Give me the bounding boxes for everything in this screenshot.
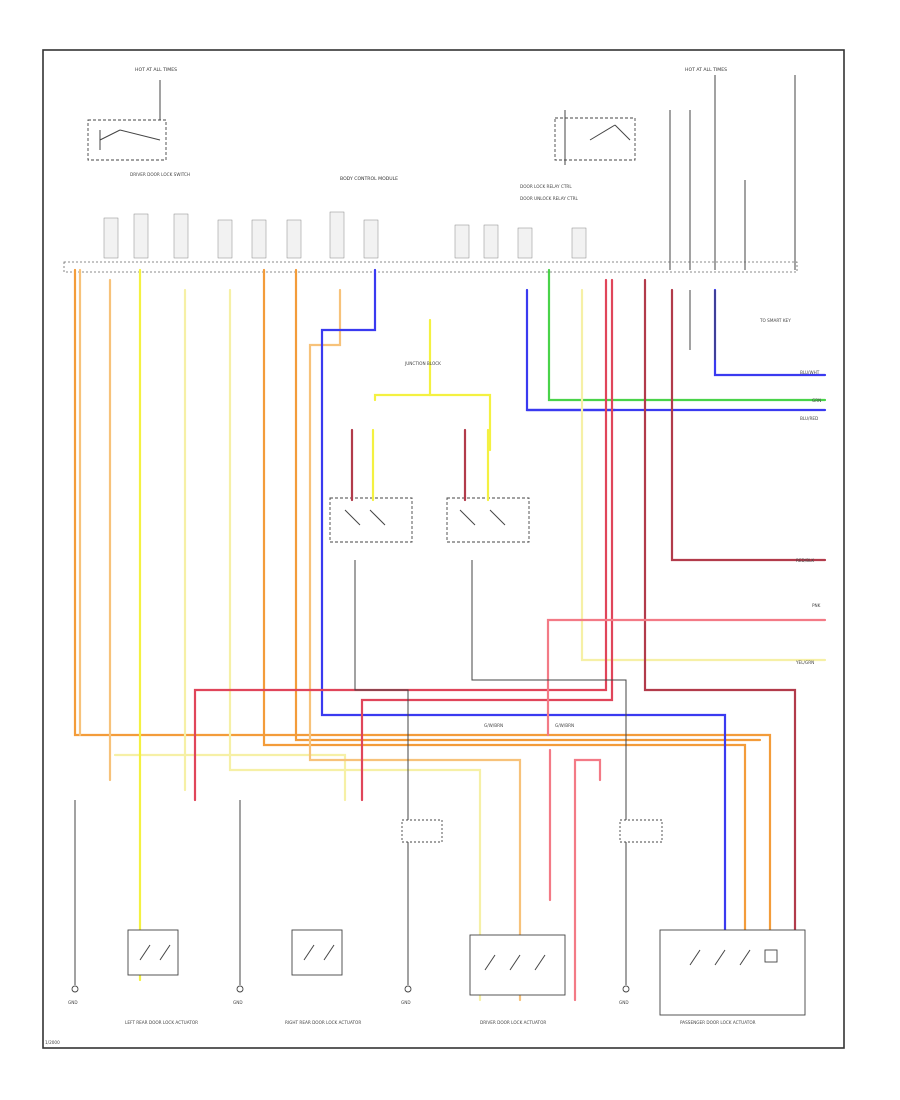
left-rear-actuator-box — [74, 800, 179, 976]
wire-label-green-right: GRN — [812, 398, 821, 403]
right-rear-actuator-label: RIGHT REAR DOOR LOCK ACTUATOR — [285, 1020, 361, 1025]
wire-yellow-switch — [373, 393, 492, 452]
wire-blue-right-2 — [713, 288, 827, 377]
wire-red-mid — [360, 278, 614, 802]
wire-light-orange-mid — [308, 288, 522, 1002]
driver-door-lock-switch-box — [329, 497, 413, 543]
wire-pale-yellow-right — [580, 288, 827, 662]
ground-right-rear-label: GND — [233, 1000, 243, 1005]
passenger-actuator-box — [659, 929, 806, 1016]
wire-orange-left — [73, 268, 772, 1002]
left-rear-actuator-label: LEFT REAR DOOR LOCK ACTUATOR — [125, 1020, 198, 1025]
wire-pale-yellow-3 — [228, 288, 482, 1002]
passenger-door-switch-box — [554, 110, 636, 165]
wire-label-red-right: RED/BLK — [796, 558, 814, 563]
hot-at-all-times-right-label: HOT AT ALL TIMES — [685, 67, 727, 73]
wire-label-purple-right: BLU/RED — [800, 416, 818, 421]
wire-orange-mid — [262, 268, 747, 1002]
driver-actuator-box — [469, 934, 566, 996]
wire-label-pink-right: PNK — [812, 603, 821, 608]
wire-blue-right-1 — [525, 288, 617, 412]
wire-pale-yellow-ra — [113, 753, 347, 802]
door-lock-relay-label: DOOR LOCK RELAY CTRL — [520, 184, 572, 189]
hot-at-all-times-left-label: HOT AT ALL TIMES — [135, 67, 177, 73]
page-code: 1/2000 — [45, 1040, 60, 1045]
junction-block-label: JUNCTION BLOCK — [404, 361, 441, 366]
wire-label-yellow-right: YEL/GRN — [795, 660, 814, 665]
wire-darkred-right — [643, 278, 797, 1002]
diagram-frame — [42, 49, 845, 1049]
driver-door-switch-box — [87, 119, 167, 161]
wire-darkred-right2 — [670, 288, 827, 562]
driver-door-switch-label: DRIVER DOOR LOCK SWITCH — [130, 172, 190, 177]
ground-driver-label: GND — [401, 1000, 411, 1005]
top-power-feeds — [159, 75, 796, 270]
body-control-module-title: BODY CONTROL MODULE — [340, 176, 398, 182]
connector-mid-left-label: G/W/BRN — [484, 723, 503, 728]
bcm-connector-bar — [63, 211, 798, 273]
wire-label-blue-right: BLU/WHT — [800, 370, 820, 375]
to-smart-key-label: TO SMART KEY — [759, 318, 791, 323]
wire-green — [547, 268, 827, 402]
passenger-lock-switch-lower — [619, 819, 663, 843]
passenger-door-lock-switch-box — [446, 497, 530, 543]
wire-blue-long — [320, 268, 727, 1002]
door-unlock-relay-label: DOOR UNLOCK RELAY CTRL — [520, 196, 579, 201]
wire-pink-actuator2 — [573, 758, 602, 1002]
connector-mid-right-label: G/W/BRN — [555, 723, 574, 728]
ground-passenger-label: GND — [619, 1000, 629, 1005]
ground-icon — [71, 950, 630, 993]
wire-orange-mid2 — [294, 268, 762, 742]
driver-actuator-label: DRIVER DOOR LOCK ACTUATOR — [480, 1020, 546, 1025]
right-rear-actuator-box — [239, 800, 343, 976]
driver-lock-switch-lower — [401, 819, 443, 843]
passenger-actuator-label: PASSENGER DOOR LOCK ACTUATOR — [680, 1020, 756, 1025]
ground-left-rear-label: GND — [68, 1000, 78, 1005]
wire-pink-right — [546, 618, 827, 737]
